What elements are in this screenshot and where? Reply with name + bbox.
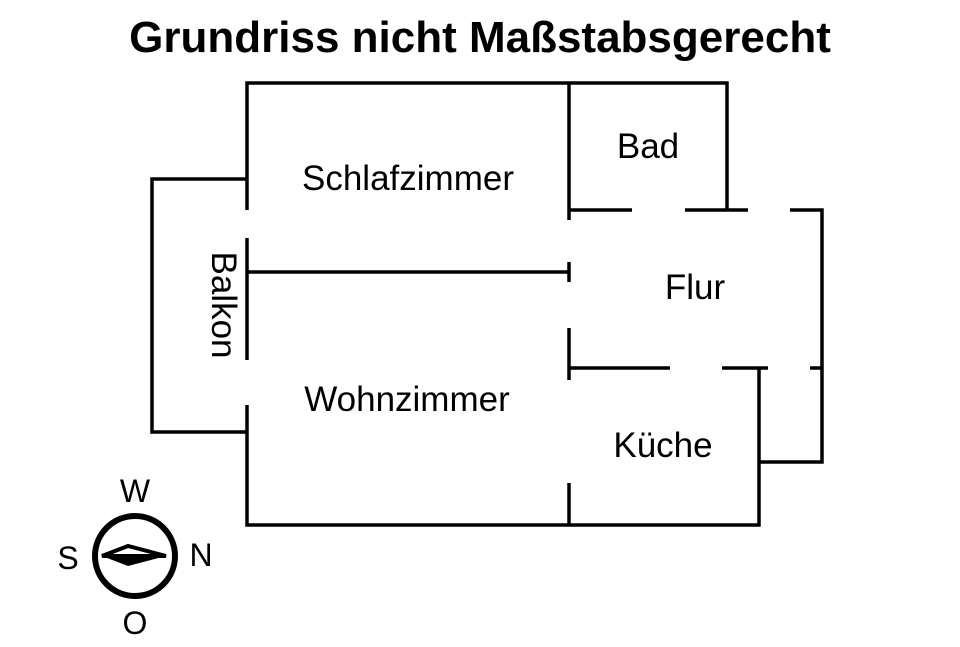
room-label-balkon: Balkon	[204, 251, 243, 358]
wall-balcony	[150, 177, 247, 434]
compass: W N O S	[57, 473, 212, 641]
compass-label-left: S	[57, 540, 78, 576]
compass-label-bottom: O	[123, 605, 148, 641]
room-label-bad: Bad	[617, 127, 679, 166]
wall-left-upper	[245, 81, 729, 210]
room-label-flur: Flur	[665, 268, 726, 307]
walls	[150, 81, 824, 527]
compass-label-top: W	[120, 473, 151, 509]
compass-needle-outline-icon	[101, 543, 167, 558]
wall-left-lower	[245, 368, 761, 527]
wall-corridor-top-3	[790, 208, 824, 368]
plan-title: Grundriss nicht Maßstabsgerecht	[129, 13, 831, 62]
compass-ring-icon	[92, 513, 178, 599]
room-label-wohnzimmer: Wohnzimmer	[304, 380, 510, 419]
wall-right-lower	[759, 368, 824, 464]
room-label-schlafzimmer: Schlafzimmer	[302, 159, 514, 198]
compass-needle-icon	[102, 556, 166, 566]
room-label-kueche: Küche	[613, 426, 712, 465]
compass-label-right: N	[189, 537, 212, 573]
